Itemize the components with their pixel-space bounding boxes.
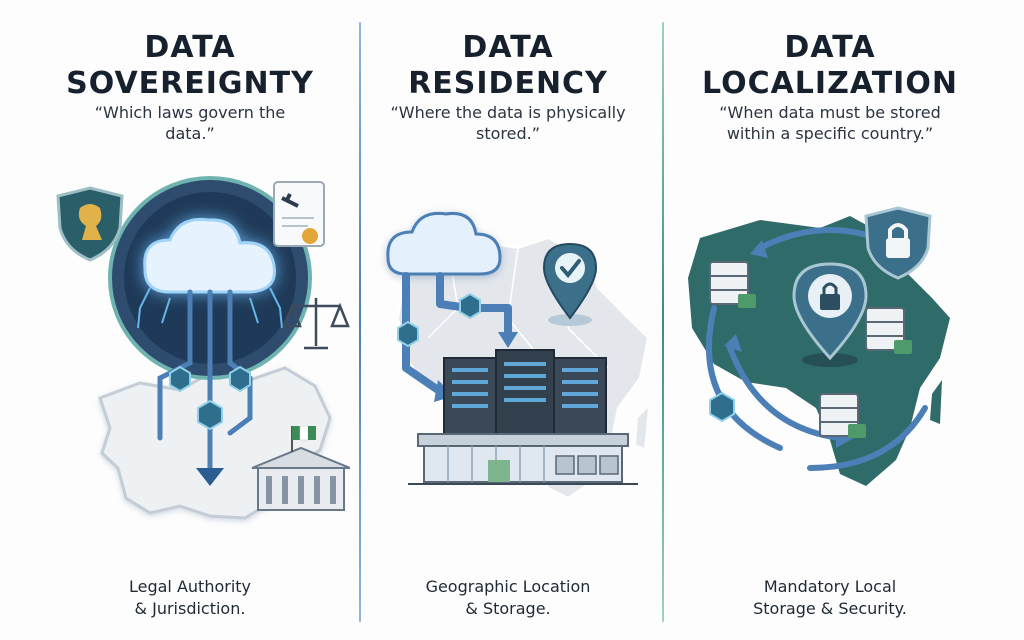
caption-line: Storage & Security. xyxy=(753,599,907,618)
certificate-icon xyxy=(273,181,325,247)
column-quote: “When data must be stored within a speci… xyxy=(719,103,941,143)
scales-icon xyxy=(282,298,350,350)
column-divider xyxy=(662,22,664,622)
title-line: RESIDENCY xyxy=(408,66,608,101)
location-pin-lock-icon xyxy=(792,262,868,367)
caption-line: & Jurisdiction. xyxy=(134,599,246,618)
column-caption: Legal Authority & Jurisdiction. xyxy=(60,576,320,620)
hex-node-icon xyxy=(197,399,223,431)
title-line: SOVEREIGNTY xyxy=(66,66,314,101)
title-line: LOCALIZATION xyxy=(702,66,958,101)
column-quote: “Where the data is physically stored.” xyxy=(390,103,626,143)
hex-node-icon xyxy=(397,320,419,348)
caption-line: Mandatory Local xyxy=(763,577,897,596)
cloud-icon xyxy=(143,217,276,294)
hex-node-icon xyxy=(229,365,251,393)
sovereignty-illustration xyxy=(30,168,350,538)
column-quote: “Which laws govern the data.” xyxy=(94,103,286,143)
column-caption: Geographic Location & Storage. xyxy=(378,576,638,620)
title-line: DATA xyxy=(144,30,236,65)
cloud-icon xyxy=(386,211,502,276)
data-center-icon xyxy=(408,349,638,485)
shield-lion-icon xyxy=(56,186,124,262)
column-title: DATA SOVEREIGNTY xyxy=(30,30,350,102)
title-line: DATA xyxy=(462,30,554,65)
server-lock-icon xyxy=(709,261,756,308)
residency-graphic xyxy=(386,211,650,500)
server-lock-icon xyxy=(819,393,866,438)
column-divider xyxy=(359,22,361,622)
residency-column: DATA RESIDENCY “Where the data is physic… xyxy=(348,0,668,640)
localization-illustration xyxy=(670,168,990,538)
shield-lock-icon xyxy=(864,206,932,280)
nigeria-flag-icon xyxy=(291,425,316,452)
caption-line: Geographic Location xyxy=(425,577,591,596)
column-title: DATA LOCALIZATION xyxy=(670,30,990,102)
title-line: DATA xyxy=(784,30,876,65)
column-title: DATA RESIDENCY xyxy=(348,30,668,102)
caption-line: & Storage. xyxy=(465,599,551,618)
hex-node-icon xyxy=(169,365,191,393)
hex-node-icon xyxy=(459,292,481,320)
caption-line: Legal Authority xyxy=(128,577,252,596)
localization-column: DATA LOCALIZATION “When data must be sto… xyxy=(670,0,990,640)
government-building-icon xyxy=(251,446,350,511)
hex-node-icon xyxy=(709,391,735,423)
map-africa-icon xyxy=(688,216,950,486)
location-pin-check-icon xyxy=(542,242,598,326)
sovereignty-column: DATA SOVEREIGNTY “Which laws govern the … xyxy=(30,0,350,640)
localization-graphic xyxy=(688,206,950,486)
residency-illustration xyxy=(348,168,668,538)
column-caption: Mandatory Local Storage & Security. xyxy=(700,576,960,620)
sovereignty-graphic xyxy=(56,176,350,520)
server-lock-icon xyxy=(865,307,912,354)
